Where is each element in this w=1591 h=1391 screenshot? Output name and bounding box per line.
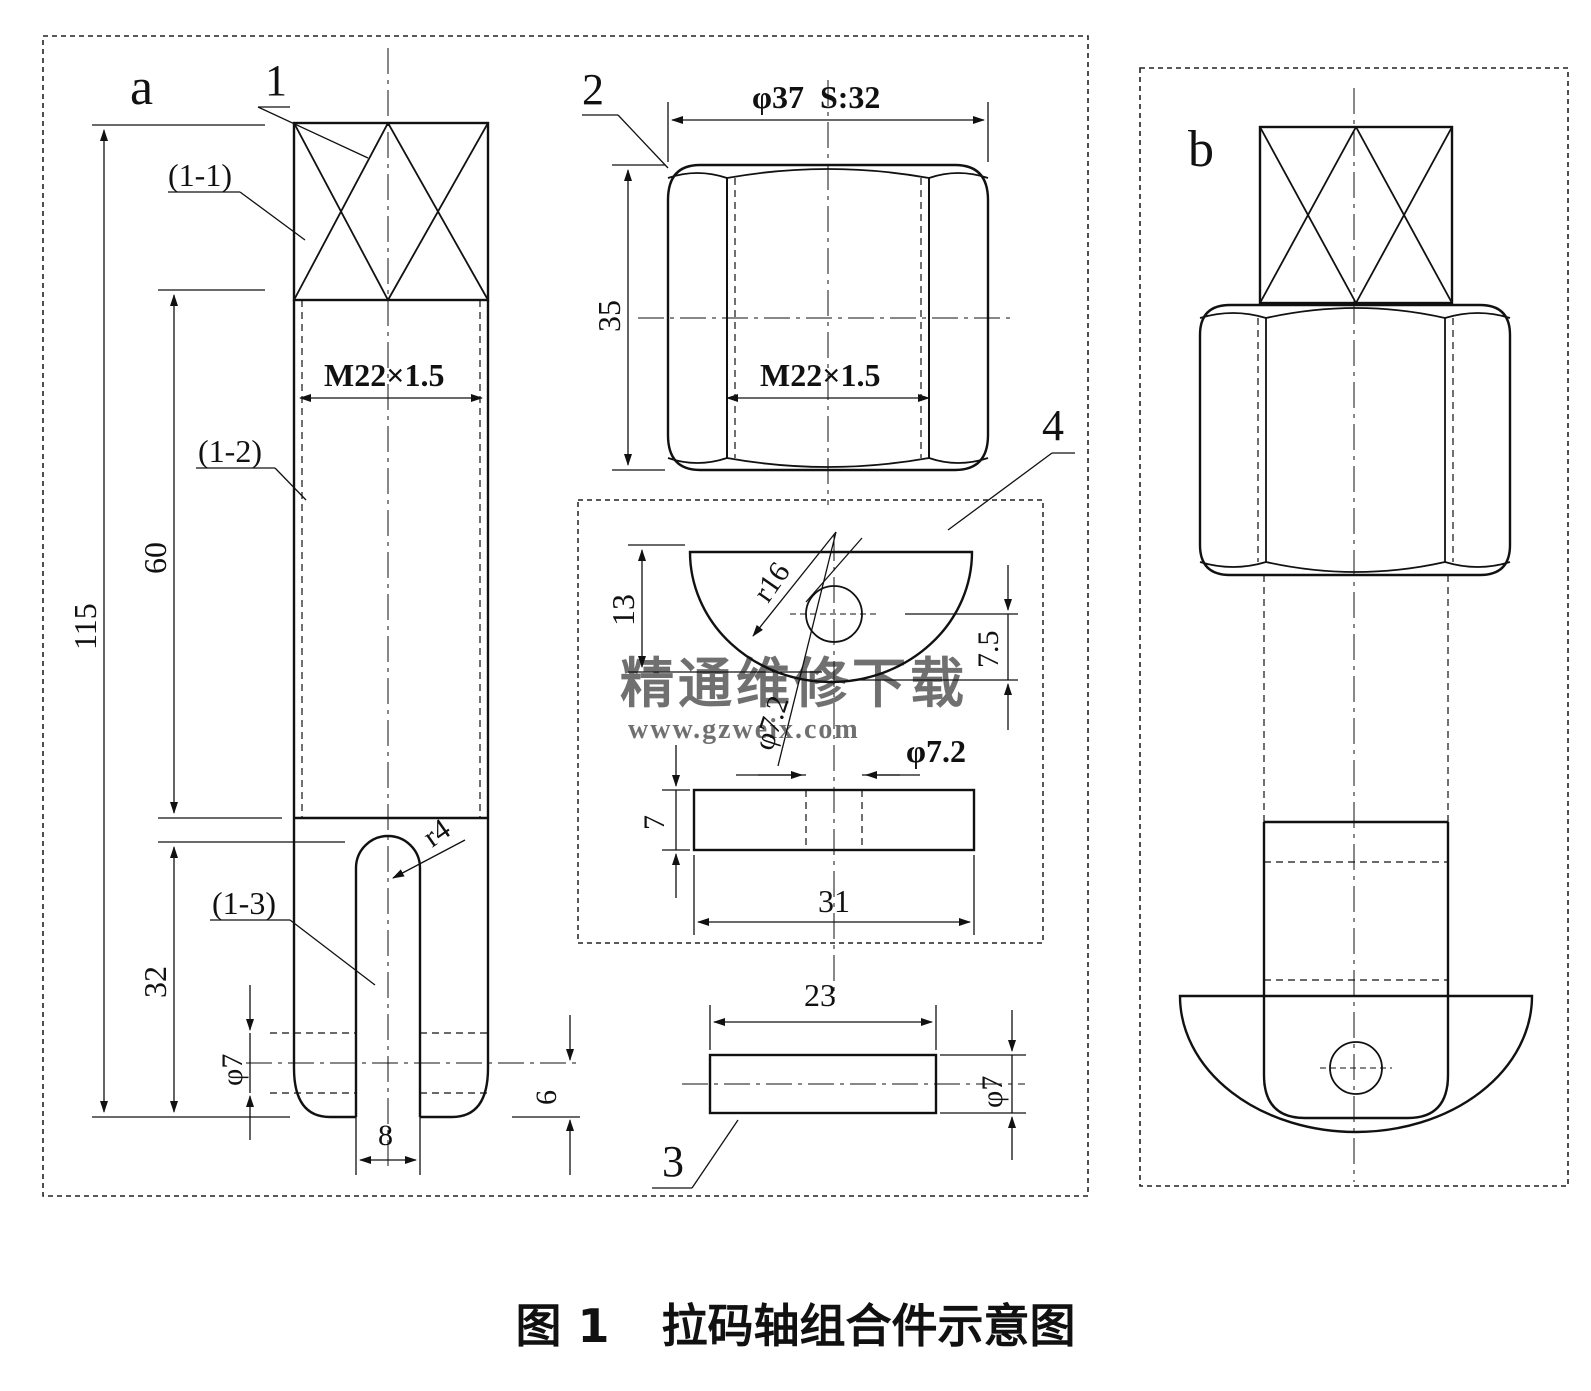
dim-block-width: 31 (818, 883, 850, 919)
dim-block-hole-dia-right: φ7.2 (906, 733, 966, 769)
dim-pin-dia: φ7 (976, 1076, 1009, 1108)
callout-part-2: 2 (582, 65, 604, 114)
dim-block-height: 13 (605, 594, 641, 626)
dim-hole-offset: 6 (530, 1090, 563, 1105)
dim-nut-dia-and-flats: φ37 S:32 (752, 79, 880, 115)
assembled-view (1178, 88, 1534, 1182)
callout-sub-1-3: (1-3) (212, 885, 276, 921)
watermark-title: 精通维修下载 (620, 654, 968, 714)
panel-b-frame (1139, 67, 1569, 1187)
panel-a-label: a (130, 59, 153, 116)
callout-part-1: 1 (265, 56, 287, 105)
panel-a-frame (42, 35, 1089, 1197)
shaft-part-1 (246, 48, 580, 1168)
nut-dimensions (582, 102, 1075, 531)
pin-dimensions (652, 1005, 1026, 1189)
figure-caption: 图 1 拉码轴组合件示意图 (0, 1290, 1591, 1356)
dim-block-thickness: 7 (638, 815, 671, 830)
nut-part-2 (638, 80, 1015, 505)
dim-shaft-thread: M22×1.5 (324, 357, 444, 393)
dim-slot-width: 8 (378, 1119, 393, 1152)
dim-shaft-slot-length: 32 (137, 966, 173, 998)
pin-part-3 (682, 1053, 1025, 1115)
dim-nut-height: 35 (591, 300, 627, 332)
callout-part-4: 4 (1042, 401, 1064, 450)
callout-sub-1-1: (1-1) (168, 157, 232, 193)
part4-frame (577, 499, 1044, 944)
dim-shaft-thread-length: 60 (137, 542, 173, 574)
dim-pin-length: 23 (804, 977, 836, 1013)
dim-block-radius: r16 (747, 556, 797, 608)
shaft-dimensions (92, 106, 580, 1175)
dim-shaft-total-length: 115 (67, 603, 103, 650)
callout-part-3: 3 (662, 1137, 684, 1186)
callout-sub-1-2: (1-2) (198, 433, 262, 469)
figure-number: 图 1 (515, 1299, 610, 1353)
block-dimensions (628, 531, 1018, 935)
dim-pin-hole-dia: φ7 (216, 1054, 249, 1086)
watermark-url: www.gzweix.com (628, 714, 860, 745)
dim-nut-thread: M22×1.5 (760, 357, 880, 393)
figure-title: 拉码轴组合件示意图 (661, 1299, 1076, 1353)
dim-hole-center-height: 7.5 (972, 631, 1005, 669)
block-part-4 (688, 535, 976, 1000)
panel-b-label: b (1188, 121, 1214, 178)
